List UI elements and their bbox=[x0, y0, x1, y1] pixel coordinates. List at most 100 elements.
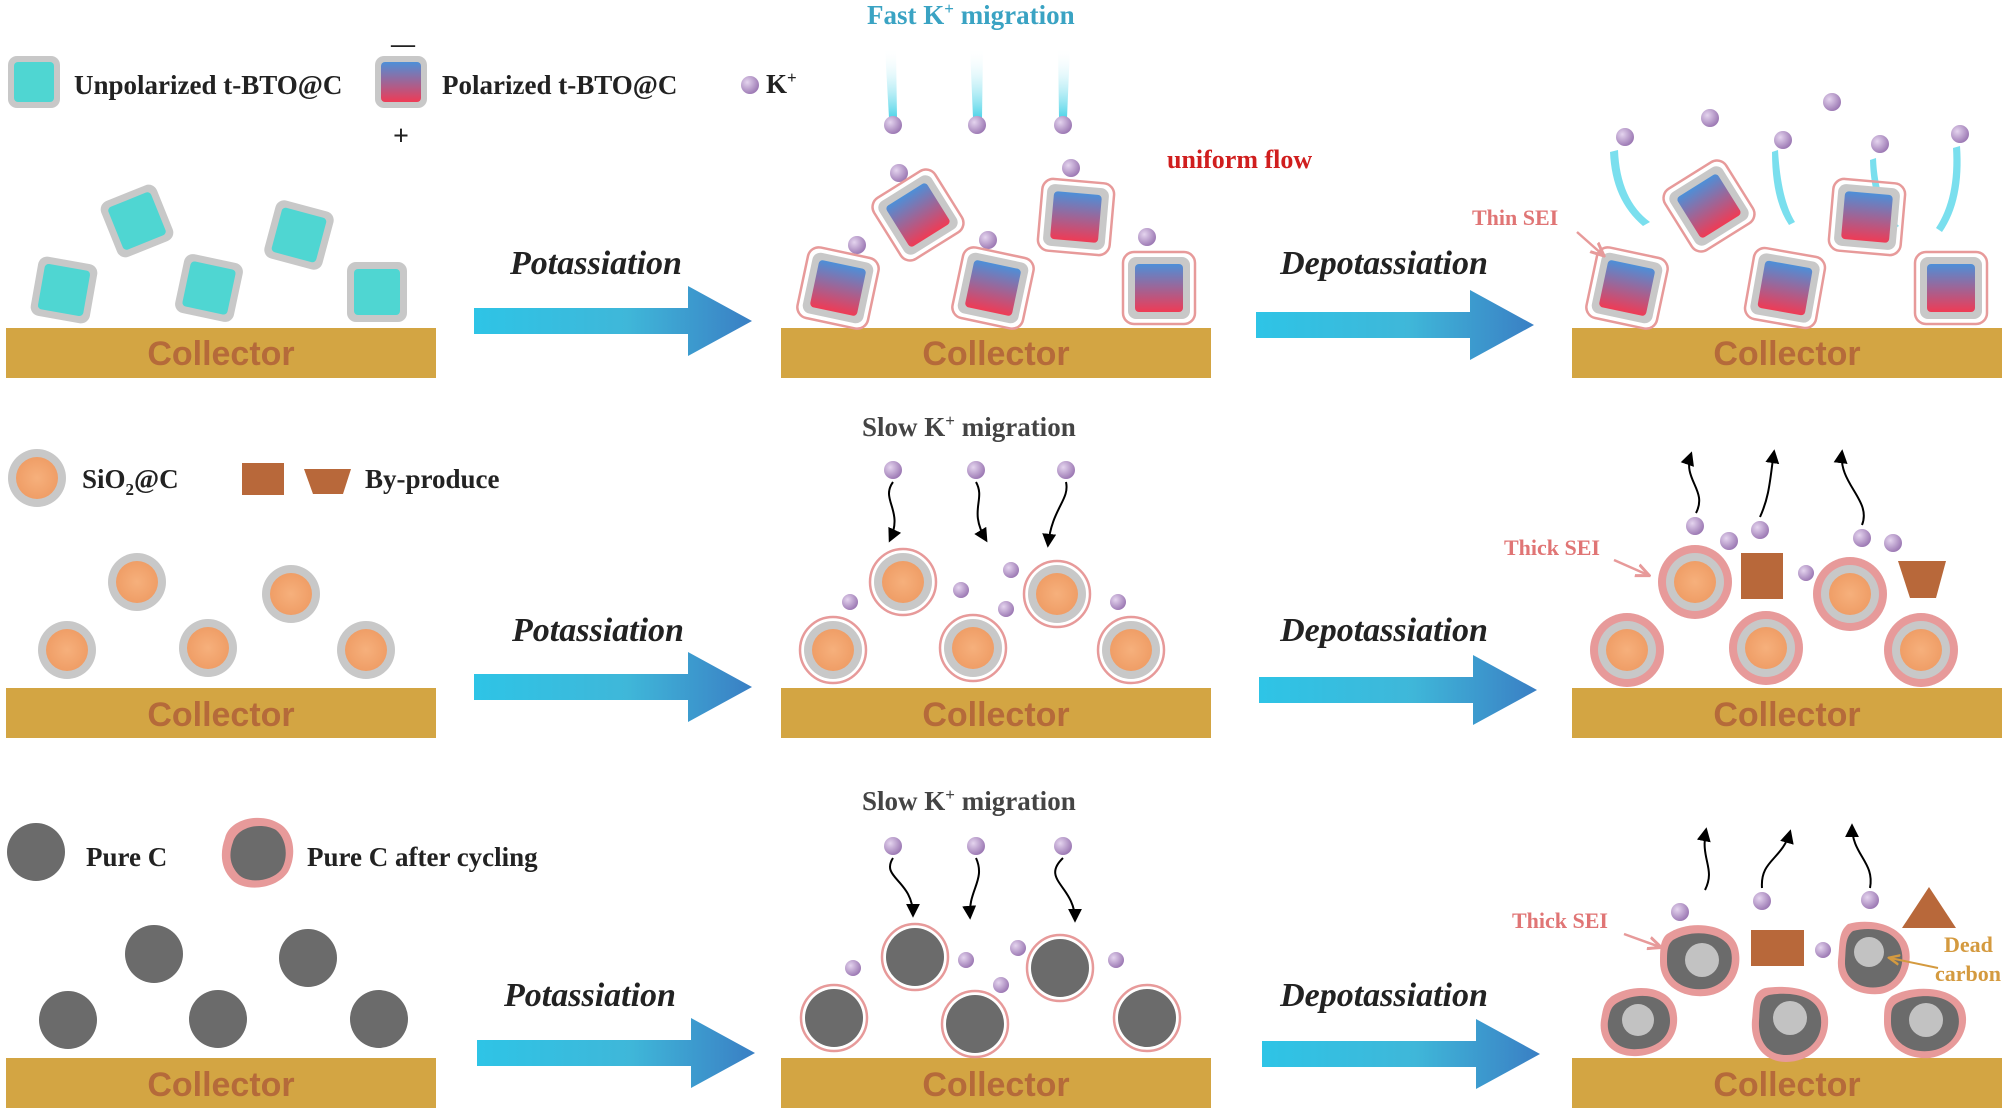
k-ion bbox=[1057, 461, 1075, 479]
dead-carbon-pointer bbox=[1890, 958, 1939, 969]
carbon-particle bbox=[940, 989, 1010, 1059]
k-ion bbox=[1054, 837, 1072, 855]
k-ion bbox=[1751, 521, 1769, 539]
k-ion bbox=[884, 837, 902, 855]
depotassiation-label: Depotassiation bbox=[1279, 612, 1488, 649]
sio2-particle bbox=[1729, 611, 1803, 685]
legend-sio2-icon bbox=[8, 449, 66, 507]
polarized-particle bbox=[1036, 177, 1116, 257]
escape-arrow bbox=[1845, 823, 1872, 889]
legend-polarized-label: Polarized t-BTO@C bbox=[442, 70, 677, 100]
sio2-particle bbox=[1590, 613, 1664, 687]
escape-arrow bbox=[1759, 449, 1780, 518]
legend-pure-c-cycled-core bbox=[230, 826, 286, 881]
k-ion bbox=[953, 582, 969, 598]
carbon-particle bbox=[279, 929, 337, 987]
process-arrow bbox=[474, 652, 752, 722]
k-ion bbox=[1003, 562, 1019, 578]
thick-sei-pointer bbox=[1623, 932, 1660, 947]
k-ion bbox=[1753, 892, 1771, 910]
polarized-particle bbox=[1585, 246, 1669, 330]
k-ion bbox=[1823, 93, 1841, 111]
k-ion bbox=[890, 164, 908, 182]
collector-bar bbox=[1572, 328, 2002, 378]
collector-bar bbox=[1572, 1058, 2002, 1108]
k-ion bbox=[1720, 532, 1738, 550]
k-ion bbox=[1701, 109, 1719, 127]
k-ion bbox=[842, 594, 858, 610]
sio2-particle bbox=[1022, 559, 1092, 629]
slow-migration-label: Slow K+ migration bbox=[862, 411, 1076, 442]
k-ion bbox=[1686, 517, 1704, 535]
collector-bar bbox=[781, 328, 1211, 378]
outgoing-flux bbox=[1936, 146, 1961, 232]
polarized-particle bbox=[796, 246, 880, 330]
sio2-particle bbox=[798, 615, 868, 685]
cycled-carbon-particle bbox=[1660, 925, 1740, 997]
k-ion bbox=[845, 960, 861, 976]
unpolarized-particle bbox=[175, 254, 243, 322]
cycled-carbon-particle bbox=[1600, 987, 1678, 1057]
cycled-carbon-particle bbox=[1837, 921, 1910, 995]
k-ion bbox=[848, 236, 866, 254]
byproduct-square bbox=[1741, 553, 1783, 599]
legend-pure-c-cycled-label: Pure C after cycling bbox=[307, 842, 538, 872]
carbon-particle bbox=[799, 983, 869, 1053]
legend-plus-sign: + bbox=[393, 121, 409, 152]
k-ion bbox=[1951, 125, 1969, 143]
k-ion bbox=[1138, 228, 1156, 246]
fast-flux-stream bbox=[1058, 48, 1070, 118]
k-ion bbox=[1062, 159, 1080, 177]
process-arrow bbox=[1262, 1019, 1540, 1089]
sio2-particle bbox=[868, 547, 938, 617]
byproduct-triangle bbox=[1902, 887, 1956, 928]
slow-migration-arrow bbox=[974, 481, 988, 543]
k-ion bbox=[958, 952, 974, 968]
k-ion bbox=[968, 116, 986, 134]
process-arrow bbox=[477, 1018, 755, 1088]
collector-label: Collector bbox=[922, 335, 1069, 373]
legend-pure-c-icon bbox=[7, 823, 65, 881]
k-ion bbox=[1110, 594, 1126, 610]
unpolarized-particle bbox=[30, 256, 98, 324]
collector-bar bbox=[1572, 688, 2002, 738]
thin-sei-pointer bbox=[1576, 231, 1603, 255]
outgoing-flux bbox=[1870, 158, 1899, 229]
legend-k-ion-label: K+ bbox=[766, 68, 797, 99]
sio2-particle bbox=[1096, 615, 1166, 685]
sio2-particle bbox=[938, 613, 1008, 683]
carbon-particle bbox=[189, 990, 247, 1048]
collector-label: Collector bbox=[1713, 696, 1860, 734]
thick-sei-label: Thick SEI bbox=[1512, 908, 1608, 933]
thin-sei-label: Thin SEI bbox=[1472, 205, 1558, 230]
thick-sei-label: Thick SEI bbox=[1504, 535, 1600, 560]
escape-arrow bbox=[1680, 451, 1701, 514]
byproduct-trapezoid bbox=[1898, 561, 1946, 598]
collector-bar bbox=[781, 688, 1211, 738]
fast-flux-stream bbox=[885, 48, 897, 118]
slow-migration-arrow bbox=[889, 857, 920, 918]
uniform-flow-label: uniform flow bbox=[1167, 145, 1312, 174]
k-ion bbox=[998, 601, 1014, 617]
collector-bar bbox=[6, 328, 436, 378]
collector-label: Collector bbox=[147, 335, 294, 373]
collector-label: Collector bbox=[922, 696, 1069, 734]
thick-sei-pointer bbox=[1613, 558, 1648, 575]
carbon-particle bbox=[1112, 983, 1182, 1053]
collector-label: Collector bbox=[147, 696, 294, 734]
collector-bar bbox=[6, 688, 436, 738]
slow-migration-arrow bbox=[1042, 481, 1068, 548]
sio2-particle bbox=[337, 621, 395, 679]
slow-migration-arrow bbox=[888, 481, 902, 543]
legend-pure-c-label: Pure C bbox=[86, 842, 167, 872]
k-ion bbox=[884, 116, 902, 134]
potassiation-label: Potassiation bbox=[509, 245, 682, 282]
k-ion bbox=[1671, 903, 1689, 921]
legend-byproduct-label: By-produce bbox=[365, 464, 500, 494]
polarized-particle bbox=[871, 168, 965, 262]
k-ion bbox=[1616, 128, 1634, 146]
polarized-particle bbox=[1827, 177, 1907, 257]
collector-label: Collector bbox=[147, 1066, 294, 1104]
